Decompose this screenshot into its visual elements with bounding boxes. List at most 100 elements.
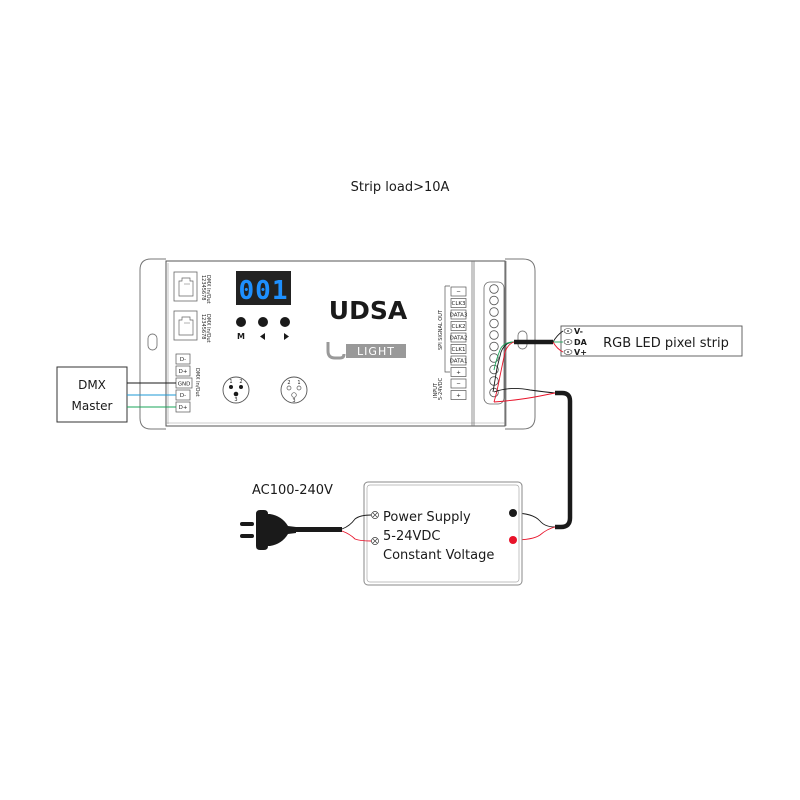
- input-group-label-2: 5-24VDC: [438, 377, 444, 400]
- svg-text:D+: D+: [179, 405, 188, 411]
- led-display: 001: [236, 271, 291, 306]
- left-mounting-ear: [139, 258, 166, 430]
- rj45-2-pins: 12345678: [200, 314, 206, 339]
- svg-text:DATA1: DATA1: [450, 359, 468, 365]
- brand-logo: LIGHT: [326, 342, 406, 360]
- svg-text:V+: V+: [574, 348, 587, 357]
- left-mount-slot: [147, 333, 158, 351]
- xlr-male-connector[interactable]: 1 2 3: [222, 376, 250, 404]
- svg-text:CLK1: CLK1: [451, 347, 465, 353]
- dmx-terminal-d-minus-2[interactable]: D-: [175, 389, 191, 401]
- svg-text:DATA2: DATA2: [450, 336, 468, 342]
- strip-pad-da: DA: [563, 338, 588, 347]
- ac-wire-red: [341, 530, 372, 542]
- svg-text:D-: D-: [180, 357, 186, 363]
- controller-housing: [165, 260, 506, 427]
- controller-buttons: M: [236, 317, 290, 341]
- prev-arrow-icon: [260, 333, 265, 340]
- spi-group-label: SPI SIGNAL OUT: [438, 309, 444, 350]
- rj45-port-2[interactable]: 12345678 DMX In/Out: [173, 310, 211, 343]
- prev-button[interactable]: [258, 317, 268, 327]
- svg-text:V-: V-: [574, 327, 583, 336]
- spi-terminal-block: SPI SIGNAL OUT − CLK3DATA3CLK2DATA2CLK1DA…: [433, 285, 468, 400]
- ac-terminal-2: [371, 537, 379, 545]
- brand-u-glyph: [326, 342, 346, 360]
- screw-terminal[interactable]: [489, 318, 499, 329]
- ac-terminal-1: [371, 511, 379, 519]
- rj45-2-label: DMX In/Out: [205, 314, 211, 343]
- strip-pad-v-minus: V-: [563, 327, 583, 336]
- screw-terminal[interactable]: [489, 307, 499, 317]
- psu-line3: Constant Voltage: [383, 548, 494, 563]
- udsa-controller: 12345678 DMX In/Out 12345678 DMX In/Out …: [139, 258, 536, 430]
- strip-pad-v-plus: V+: [563, 348, 587, 357]
- svg-text:3: 3: [292, 398, 295, 404]
- screw-terminal[interactable]: [489, 295, 499, 306]
- svg-text:2: 2: [239, 379, 242, 385]
- dmx-terminal-d-plus-1[interactable]: D+: [175, 365, 191, 377]
- psu-dc-positive-terminal: [509, 536, 517, 544]
- psu-line2: 5-24VDC: [383, 529, 440, 544]
- spi-terminal-6[interactable]: DATA1: [450, 355, 468, 366]
- svg-text:DATA3: DATA3: [450, 313, 468, 319]
- next-arrow-icon: [284, 333, 289, 340]
- spi-terminal-2[interactable]: DATA3: [450, 309, 468, 320]
- rj45-1-pins: 12345678: [200, 275, 206, 300]
- dmx-terminal-d-plus-2[interactable]: D+: [175, 401, 191, 413]
- model-label: UDSA: [329, 296, 408, 325]
- dmx-terminal-gnd[interactable]: GND: [175, 377, 193, 389]
- screw-terminal-column: [483, 281, 505, 405]
- svg-text:D+: D+: [179, 369, 188, 375]
- brand-text: LIGHT: [357, 345, 395, 358]
- dmx-master-line2: Master: [72, 399, 113, 413]
- led-strip-label: RGB LED pixel strip: [603, 336, 729, 351]
- spi-terminal-1[interactable]: CLK3: [450, 298, 467, 308]
- screw-terminal[interactable]: [489, 341, 499, 352]
- next-button[interactable]: [280, 317, 290, 327]
- rj45-port-1[interactable]: 12345678 DMX In/Out: [173, 271, 211, 304]
- dmx-terminal-group-label: DMX In/Out: [194, 368, 200, 397]
- svg-text:GND: GND: [178, 382, 191, 388]
- xlr-female-connector[interactable]: 2 1 3: [280, 376, 308, 404]
- svg-text:+: +: [456, 370, 461, 376]
- spi-terminal-0[interactable]: −: [450, 286, 467, 297]
- svg-text:DA: DA: [574, 338, 588, 347]
- diagram-title: Strip load>10A: [351, 180, 450, 195]
- spi-terminal-7[interactable]: +: [450, 367, 467, 377]
- svg-text:2: 2: [287, 380, 290, 386]
- input-terminal-1[interactable]: +: [450, 390, 467, 400]
- dmx-terminal-block: D- D+ GND D- D+ DMX In/Out: [175, 353, 200, 413]
- spi-terminal-3[interactable]: CLK2: [450, 321, 467, 331]
- rgb-led-pixel-strip: V- DA V+ RGB LED pixel strip: [560, 325, 743, 357]
- mode-button[interactable]: [236, 317, 246, 327]
- dmx-master: DMX Master: [56, 366, 128, 423]
- svg-text:−: −: [456, 290, 461, 296]
- spi-terminal-4[interactable]: DATA2: [450, 332, 468, 343]
- ac-input-label: AC100-240V: [252, 483, 333, 498]
- input-group-label-1: INPUT: [433, 382, 439, 398]
- input-terminal-0[interactable]: −: [450, 378, 467, 389]
- spi-terminal-5[interactable]: CLK1: [450, 344, 467, 354]
- display-value: 001: [239, 276, 289, 306]
- screw-terminal[interactable]: [489, 284, 499, 294]
- strip-cable: [492, 330, 564, 403]
- screw-terminal[interactable]: [489, 330, 499, 340]
- svg-text:1: 1: [229, 379, 232, 385]
- svg-text:+: +: [456, 393, 461, 399]
- ac-wire-black: [341, 514, 372, 530]
- dc-power-cable: [493, 387, 573, 541]
- svg-text:3: 3: [234, 397, 237, 403]
- svg-text:1: 1: [297, 380, 300, 386]
- power-supply: Power Supply 5-24VDC Constant Voltage: [363, 481, 523, 586]
- ac-plug-icon: [240, 510, 342, 550]
- svg-text:CLK3: CLK3: [451, 301, 466, 307]
- svg-text:CLK2: CLK2: [451, 324, 465, 330]
- psu-line1: Power Supply: [383, 510, 471, 525]
- dmx-terminal-d-minus-1[interactable]: D-: [175, 353, 191, 365]
- svg-text:−: −: [456, 382, 461, 388]
- svg-text:D-: D-: [180, 393, 186, 399]
- mode-button-label: M: [237, 332, 245, 341]
- psu-dc-negative-terminal: [509, 509, 517, 517]
- rj45-1-label: DMX In/Out: [205, 275, 211, 304]
